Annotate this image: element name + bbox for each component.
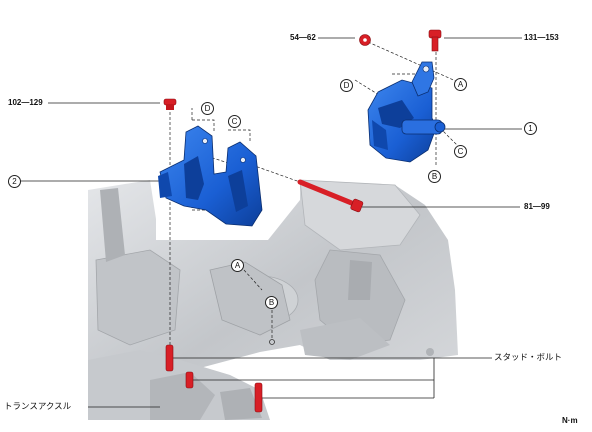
torque-label-54-62: 54—62 [290,33,316,42]
callout-d-top: D [340,79,353,92]
bolt-81-99 [297,179,364,213]
stud-bolts [165,344,263,413]
leader-lines [19,37,522,408]
callout-b-lower: B [265,296,278,309]
engine-mount-bracket-2 [158,125,263,227]
torque-label-102-129: 102—129 [8,98,43,107]
callout-2: 2 [8,175,21,188]
callout-a-lower: A [231,259,244,272]
callout-c-left: C [228,115,241,128]
callout-1: 1 [524,122,537,135]
callout-a-top: A [454,78,467,91]
fasteners [163,29,442,413]
callout-b-right: B [428,170,441,183]
torque-label-131-153: 131—153 [524,33,559,42]
engine-mount-bracket-1 [367,61,446,163]
transaxle-label: トランスアクスル [4,402,72,412]
callout-c-right: C [454,145,467,158]
torque-label-81-99: 81—99 [524,202,550,211]
stud-bolt-label: スタッド・ボルト [494,353,563,363]
bolt-131-153 [428,29,442,52]
callout-d-left: D [201,102,214,115]
nut-54-62 [359,34,371,46]
torque-unit-label: N·m [562,416,578,425]
nut-102-129 [163,98,177,110]
